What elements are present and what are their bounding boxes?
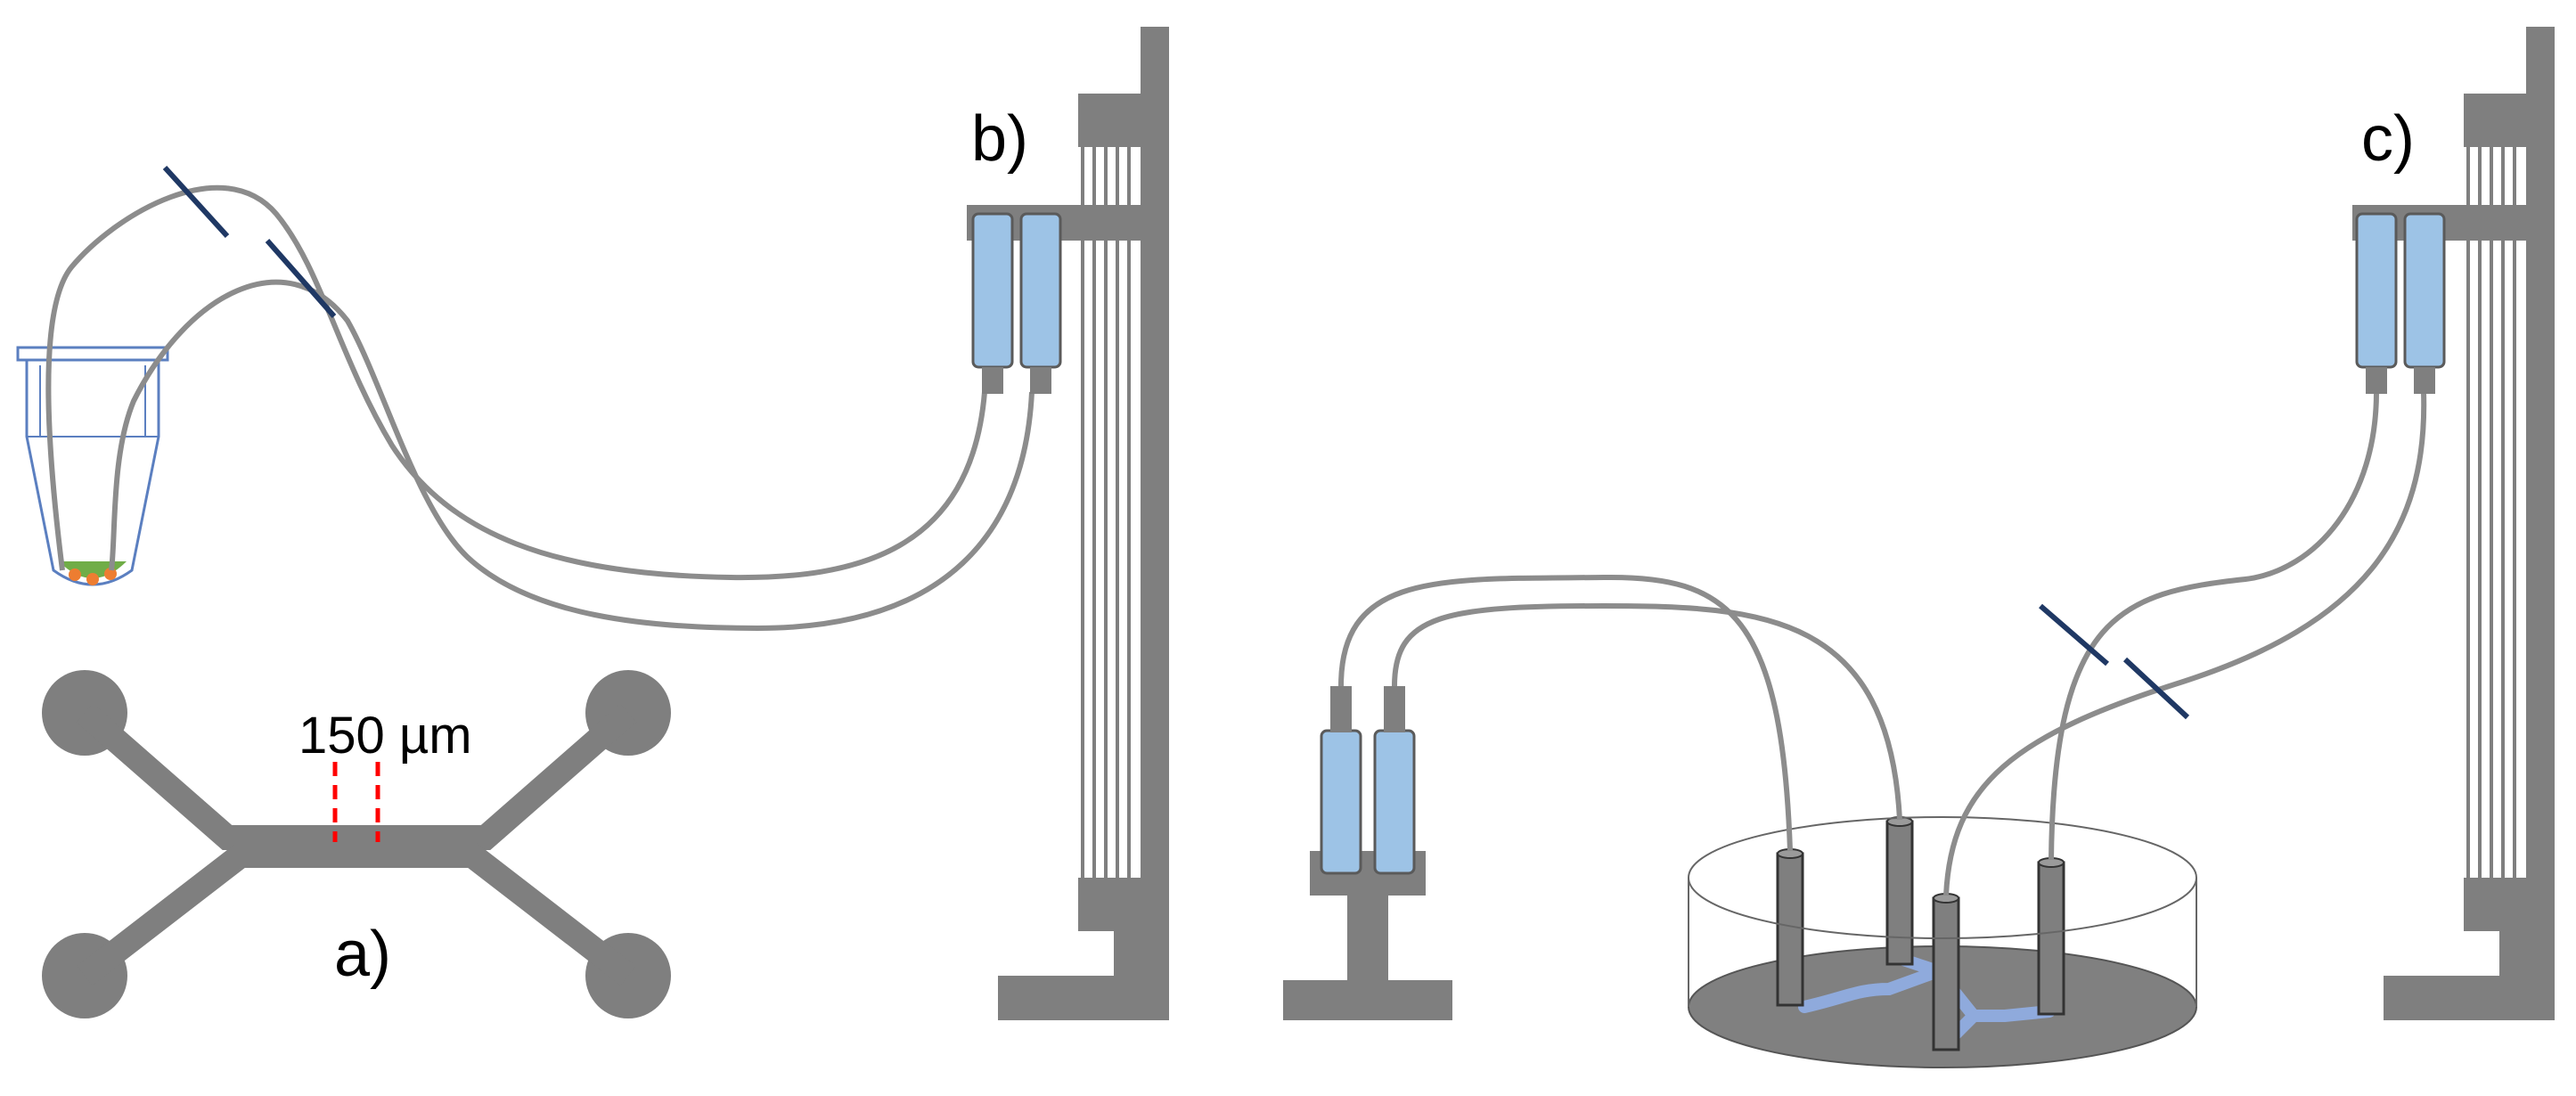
dish-pin-1	[1776, 852, 1804, 1007]
tubing-c-left-2	[1392, 602, 1902, 821]
panel-c-label: c)	[2361, 103, 2415, 175]
tubing-c-right-1	[2049, 391, 2379, 861]
syringe-left-barrel	[971, 212, 1014, 369]
pump-right-syringe-right-barrel	[2403, 212, 2446, 369]
pump-right-rods	[2466, 147, 2516, 878]
pump-right-foot	[2384, 976, 2555, 1020]
pump-rods	[1081, 147, 1131, 878]
channel-dimension-markers	[332, 762, 380, 842]
tube-clamp-1	[162, 165, 230, 239]
pump-right-syringe-left-barrel	[2355, 212, 2398, 369]
small-syringe-left-barrel	[1320, 729, 1362, 875]
syringe-right	[1019, 212, 1062, 394]
small-pump-stem	[1347, 896, 1388, 985]
dish-pin-2	[1885, 820, 1914, 966]
tubing-b	[45, 184, 1034, 632]
pump-right-foot-stem	[2499, 931, 2526, 985]
clamp-icon-c	[2039, 603, 2190, 720]
pump-top-block	[1078, 94, 1169, 147]
microfluidic-chip: 150 µm a)	[42, 670, 671, 1018]
panel-c: c)	[1283, 27, 2555, 1068]
small-syringe-right-tip	[1384, 686, 1405, 732]
dish-pin-4	[2037, 861, 2065, 1016]
dish-pin-3	[1932, 896, 1960, 1051]
pump-right-top-block	[2464, 94, 2555, 147]
panel-b-label: b)	[971, 103, 1028, 175]
tube-clamp-4	[2122, 657, 2190, 720]
pump-foot	[998, 976, 1169, 1020]
tube-clamp-3	[2039, 603, 2109, 667]
cell-3	[104, 568, 117, 580]
pump-right-syringe-left-tip	[2366, 367, 2387, 394]
clamp-icon	[162, 165, 337, 318]
tubing-b-outer	[45, 184, 987, 581]
tube-lid	[16, 346, 169, 362]
pump-right-column	[2526, 27, 2555, 1020]
small-syringe-left-tip	[1330, 686, 1352, 732]
pump-right-lower-block	[2464, 878, 2555, 931]
channel-width-label: 150 µm	[298, 707, 472, 765]
cell-1	[69, 568, 81, 581]
pump-right-syringe-right-tip	[2414, 367, 2435, 394]
pump-foot-stem	[1114, 931, 1141, 985]
panel-b: b)	[16, 27, 1169, 1020]
tubing-c-left	[1338, 574, 1902, 852]
cell-2	[86, 573, 99, 585]
panel-a-label: a)	[334, 919, 391, 990]
petri-dish-icon	[1688, 816, 2197, 1068]
syringe-pump-small	[1283, 686, 1452, 1020]
syringe-pump-icon	[967, 27, 1169, 1020]
small-pump-foot	[1283, 980, 1452, 1020]
tubing-c-left-1	[1338, 574, 1793, 852]
small-syringe-right-barrel	[1373, 729, 1416, 875]
tubing-c-right	[1943, 391, 2427, 896]
syringe-right-tip	[1030, 367, 1051, 394]
tube-clamp-2	[265, 239, 337, 318]
dish-rim	[1688, 816, 2197, 939]
pump-lower-block	[1078, 878, 1169, 931]
syringe-pump-right	[2352, 27, 2555, 1020]
syringe-right-barrel	[1019, 212, 1062, 369]
tubing-b-inner	[109, 279, 1034, 632]
syringe-left	[971, 212, 1014, 394]
chip-central-channel	[334, 829, 379, 866]
pump-column	[1141, 27, 1169, 1020]
syringe-left-tip	[982, 367, 1003, 394]
tubing-c-right-2	[1943, 391, 2427, 896]
